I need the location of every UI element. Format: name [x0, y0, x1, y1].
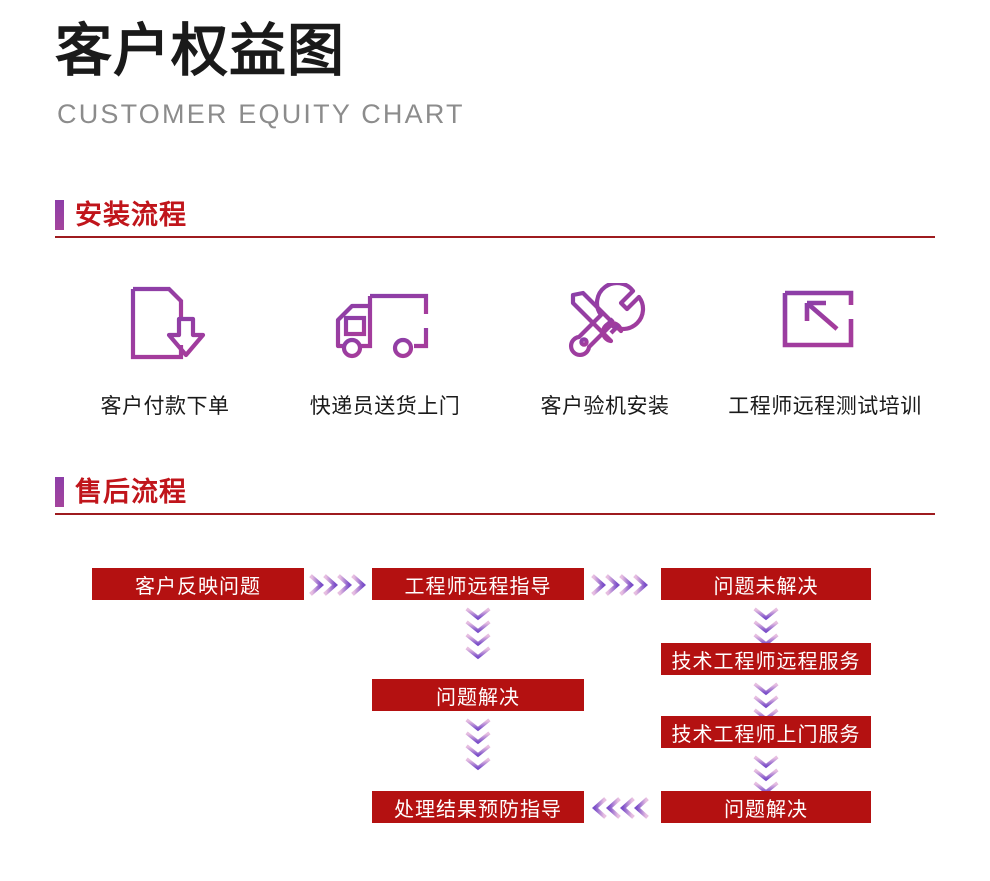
install-step-2-label: 快递员送货上门	[309, 395, 461, 418]
flow-box-tech-engineer-remote-service[interactable]: 技术工程师远程服务	[661, 643, 871, 675]
section-divider	[55, 513, 935, 515]
section-accent-bar-icon	[55, 477, 64, 507]
flow-arrow-left-1-icon	[592, 795, 654, 821]
install-step-1: 客户付款下单	[55, 282, 275, 420]
flow-arrow-right-2-icon	[591, 572, 653, 598]
install-steps-row: 客户付款下单 快递员送货上门	[55, 282, 935, 420]
flow-box-issue-resolved-middle[interactable]: 问题解决	[372, 679, 584, 711]
flow-box-engineer-remote-guidance[interactable]: 工程师远程指导	[372, 568, 584, 600]
section-install: 安装流程	[55, 196, 935, 242]
section-title-aftersales: 售后流程	[75, 477, 187, 507]
section-header-install: 安装流程	[55, 196, 935, 242]
section-divider	[55, 236, 935, 238]
install-step-1-label: 客户付款下单	[100, 395, 230, 418]
install-step-3-label: 客户验机安装	[540, 395, 670, 418]
aftersales-flowchart: 客户反映问题 工程师远程指导 问题未解决	[0, 548, 990, 848]
install-step-4: 工程师远程测试培训	[715, 282, 935, 420]
document-download-icon	[55, 282, 275, 368]
section-aftersales: 售后流程	[55, 473, 935, 519]
section-header-aftersales: 售后流程	[55, 473, 935, 519]
wrench-screwdriver-icon	[495, 282, 715, 368]
install-step-3: 客户验机安装	[495, 282, 715, 420]
flow-arrow-right-1-icon	[309, 572, 371, 598]
section-accent-bar-icon	[55, 200, 64, 230]
delivery-truck-icon	[275, 282, 495, 368]
flow-box-result-prevention-guidance[interactable]: 处理结果预防指导	[372, 791, 584, 823]
page-title: 客户权益图	[55, 19, 345, 83]
flow-box-tech-engineer-onsite-service[interactable]: 技术工程师上门服务	[661, 716, 871, 748]
flow-box-customer-reports-issue[interactable]: 客户反映问题	[92, 568, 304, 600]
install-step-2: 快递员送货上门	[275, 282, 495, 420]
install-step-4-label: 工程师远程测试培训	[728, 395, 922, 418]
page-header: 客户权益图 CUSTOMER EQUITY CHART	[55, 19, 955, 130]
page-subtitle: CUSTOMER EQUITY CHART	[57, 98, 465, 129]
flow-arrow-down-mid-2-icon	[462, 717, 494, 775]
flow-box-issue-unresolved[interactable]: 问题未解决	[661, 568, 871, 600]
flow-box-issue-resolved-right[interactable]: 问题解决	[661, 791, 871, 823]
section-title-install: 安装流程	[75, 200, 187, 230]
monitor-remote-icon	[715, 282, 935, 368]
flow-arrow-down-mid-1-icon	[462, 606, 494, 664]
